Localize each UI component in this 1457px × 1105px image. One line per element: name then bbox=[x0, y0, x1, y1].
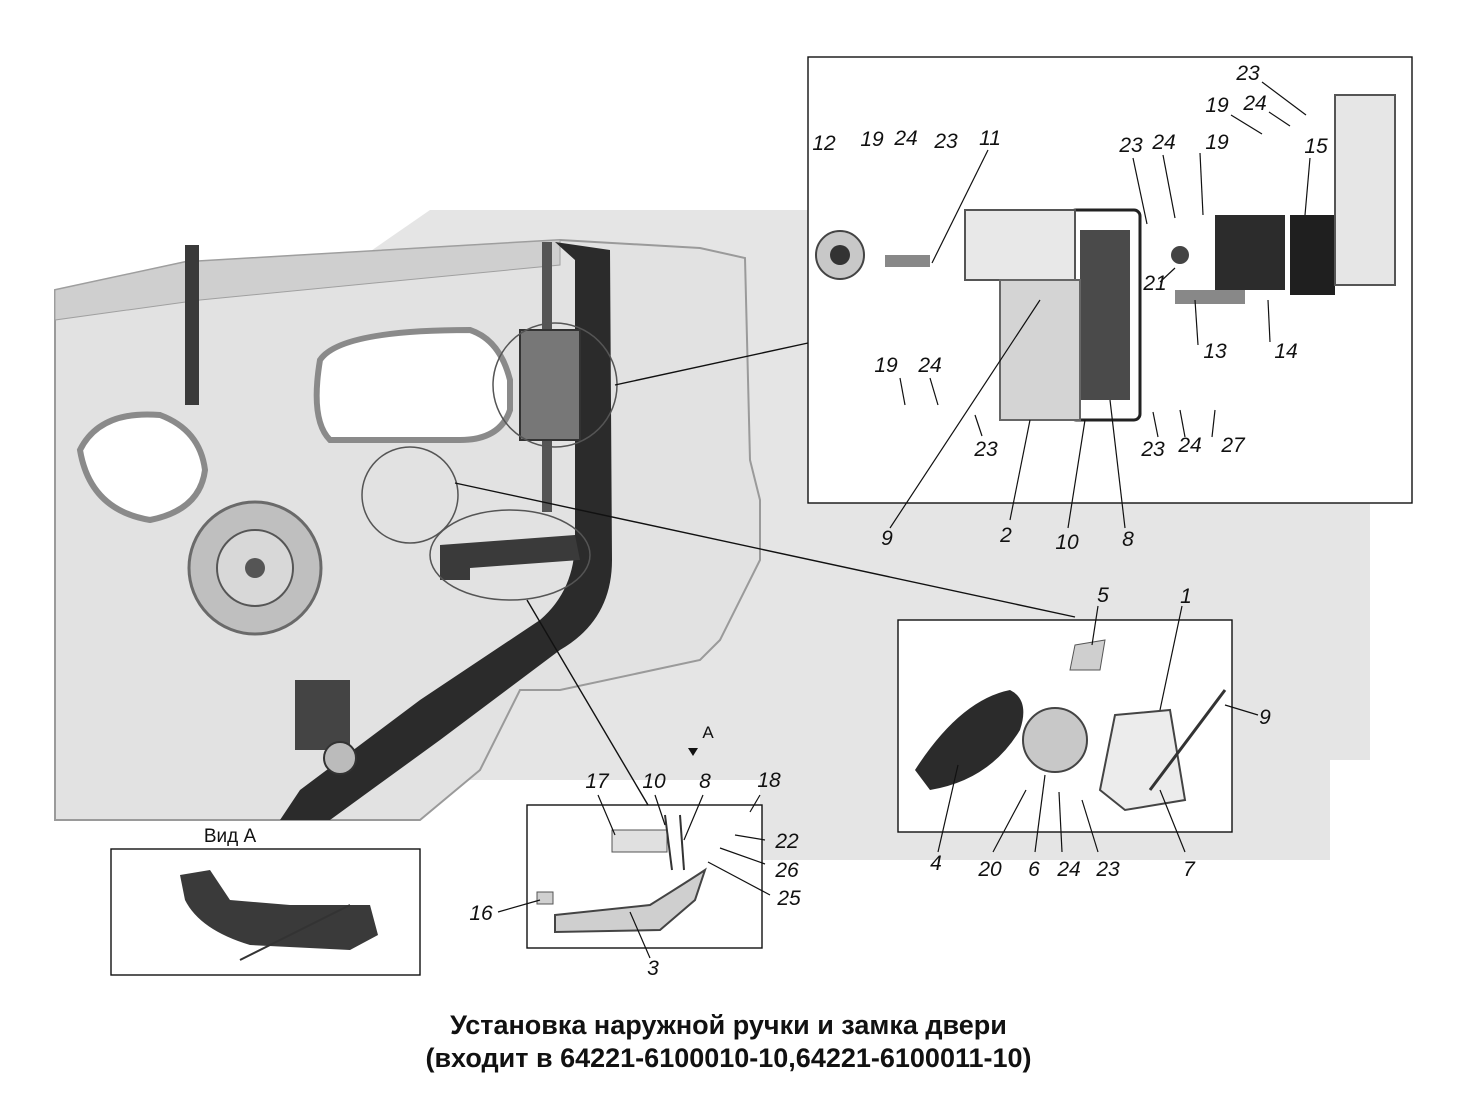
callout-low-1: 1 bbox=[1180, 585, 1192, 608]
door-panel bbox=[54, 238, 761, 821]
door-seal bbox=[280, 242, 612, 820]
callout-top-23b: 23 bbox=[933, 130, 958, 153]
callout-hd-25: 25 bbox=[776, 887, 801, 910]
callout-top-9: 9 bbox=[881, 527, 893, 550]
view-a-arrow-label: А bbox=[702, 723, 714, 742]
callout-hd-26: 26 bbox=[774, 859, 799, 882]
callout-hd-10: 10 bbox=[642, 770, 666, 793]
callout-top-14: 14 bbox=[1274, 340, 1297, 363]
handle-bracket bbox=[1098, 708, 1187, 812]
callout-top-19a: 19 bbox=[1205, 94, 1229, 117]
door-lock-mounted bbox=[519, 329, 581, 441]
handle-pulley bbox=[1022, 707, 1088, 773]
detail-circle-outer-handle bbox=[429, 509, 591, 601]
callout-top-23e: 23 bbox=[1140, 438, 1165, 461]
handle-detail-box bbox=[526, 804, 763, 949]
callout-top-24d: 24 bbox=[917, 354, 941, 377]
callout-top-21: 21 bbox=[1142, 272, 1166, 295]
callout-low-6: 6 bbox=[1028, 858, 1040, 881]
callout-hd-8: 8 bbox=[699, 770, 711, 793]
callout-low-23: 23 bbox=[1095, 858, 1120, 881]
callout-top-15: 15 bbox=[1304, 135, 1328, 158]
callout-top-11: 11 bbox=[979, 127, 1001, 150]
callout-top-27: 27 bbox=[1220, 434, 1246, 457]
caption-title: Установка наружной ручки и замка двери bbox=[450, 1010, 1007, 1040]
callout-low-5: 5 bbox=[1097, 584, 1109, 607]
callout-top-2: 2 bbox=[999, 524, 1012, 547]
callout-top-10: 10 bbox=[1055, 531, 1079, 554]
callout-low-7: 7 bbox=[1183, 858, 1196, 881]
callout-top-19c: 19 bbox=[1205, 131, 1229, 154]
handle-mechanism-box bbox=[897, 619, 1233, 833]
callout-low-4: 4 bbox=[930, 852, 942, 875]
door-opening-large bbox=[313, 326, 513, 443]
callout-top-12: 12 bbox=[812, 132, 836, 155]
callout-low-24: 24 bbox=[1056, 858, 1080, 881]
caption-subtitle: (входит в 64221-6100010-10,64221-6100011… bbox=[425, 1043, 1032, 1073]
callout-hd-18: 18 bbox=[757, 769, 781, 792]
callout-top-23c: 23 bbox=[1118, 134, 1143, 157]
callout-hd-22: 22 bbox=[774, 830, 799, 853]
callout-top-24b: 24 bbox=[893, 127, 917, 150]
callout-top-23a: 23 bbox=[1235, 62, 1260, 85]
inner-handle-part bbox=[915, 690, 1024, 790]
callout-top-24c: 24 bbox=[1151, 131, 1175, 154]
callout-top-8: 8 bbox=[1122, 528, 1134, 551]
callout-hd-16: 16 bbox=[469, 902, 493, 925]
callout-top-24a: 24 bbox=[1242, 92, 1266, 115]
callout-numbers: 23 24 19 15 12 19 24 23 11 23 24 19 21 1… bbox=[469, 62, 1328, 980]
callout-low-20: 20 bbox=[977, 858, 1002, 881]
callout-top-24e: 24 bbox=[1177, 434, 1201, 457]
view-a-title: Вид А bbox=[204, 826, 257, 847]
view-a-arrow bbox=[688, 748, 698, 756]
detail-circle-inner-handle bbox=[361, 446, 459, 544]
view-a-box bbox=[110, 848, 421, 976]
callout-leaders bbox=[497, 81, 1311, 959]
lock-assembly-box bbox=[807, 56, 1413, 504]
detail-leader-lines bbox=[454, 342, 1076, 806]
window-guide-rail bbox=[185, 245, 199, 405]
callout-hd-3: 3 bbox=[647, 957, 659, 980]
callout-low-9: 9 bbox=[1259, 706, 1271, 729]
callout-hd-17: 17 bbox=[585, 770, 610, 793]
door-opening-small bbox=[76, 411, 209, 524]
callout-top-19d: 19 bbox=[874, 354, 898, 377]
door-handle-mounted bbox=[440, 535, 580, 580]
door-lower-latch bbox=[295, 680, 350, 750]
callout-top-19b: 19 bbox=[860, 128, 884, 151]
callout-top-13: 13 bbox=[1203, 340, 1227, 363]
callout-top-23d: 23 bbox=[973, 438, 998, 461]
